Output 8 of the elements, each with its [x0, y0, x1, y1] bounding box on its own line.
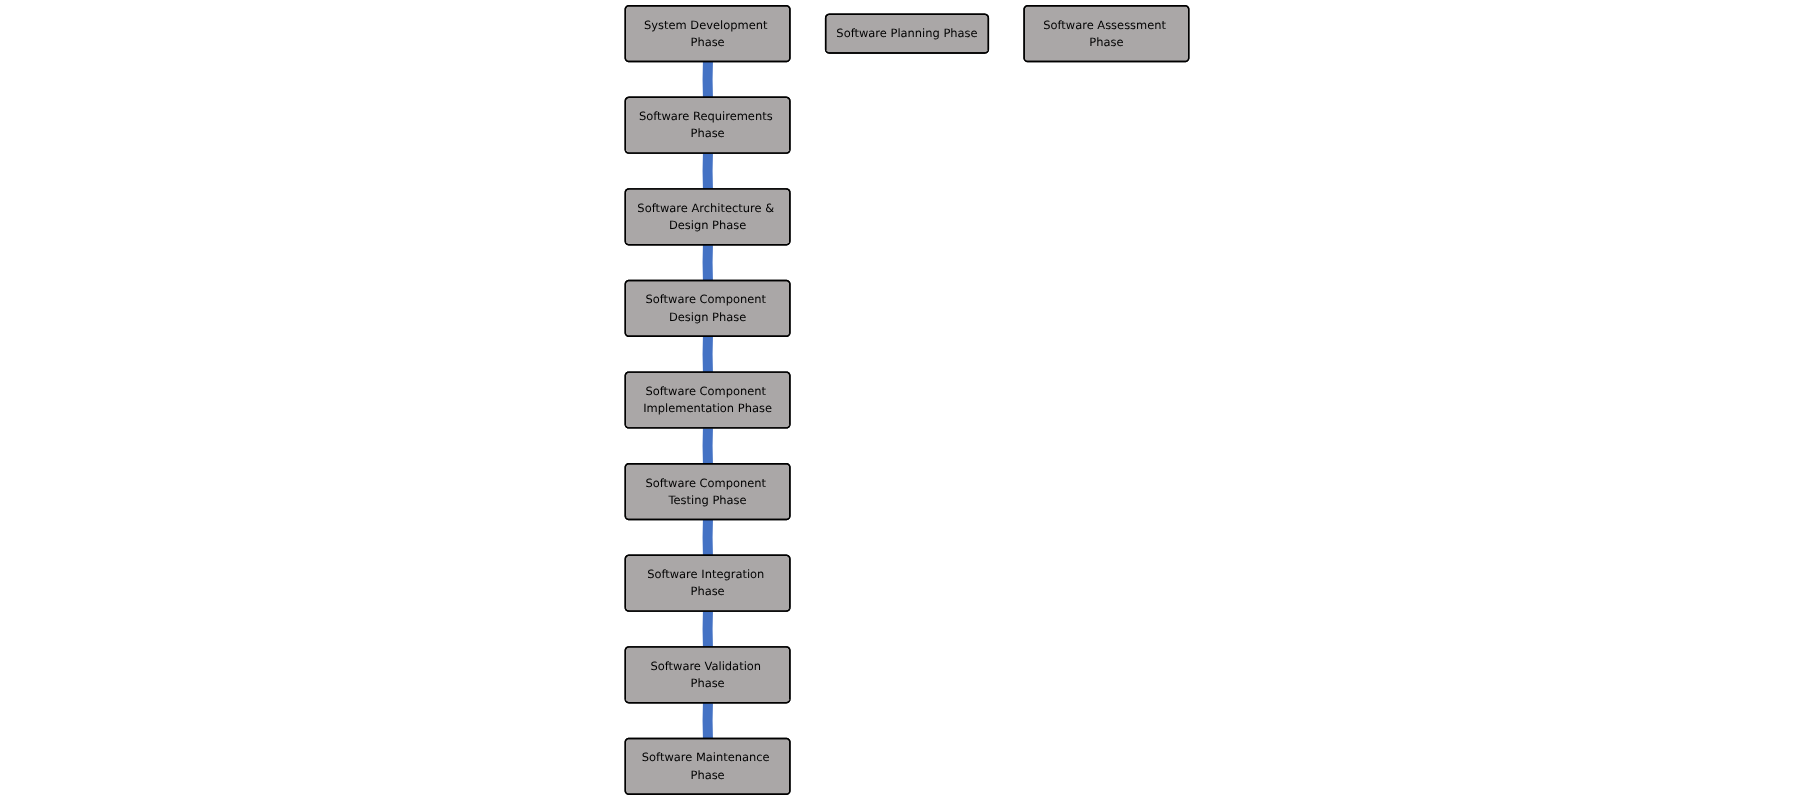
connector — [702, 61, 713, 98]
connector — [702, 336, 713, 373]
connector — [702, 153, 713, 190]
connector — [702, 702, 713, 739]
connector — [702, 519, 713, 556]
connector — [702, 611, 713, 648]
connector — [702, 244, 713, 281]
connector — [702, 428, 713, 465]
